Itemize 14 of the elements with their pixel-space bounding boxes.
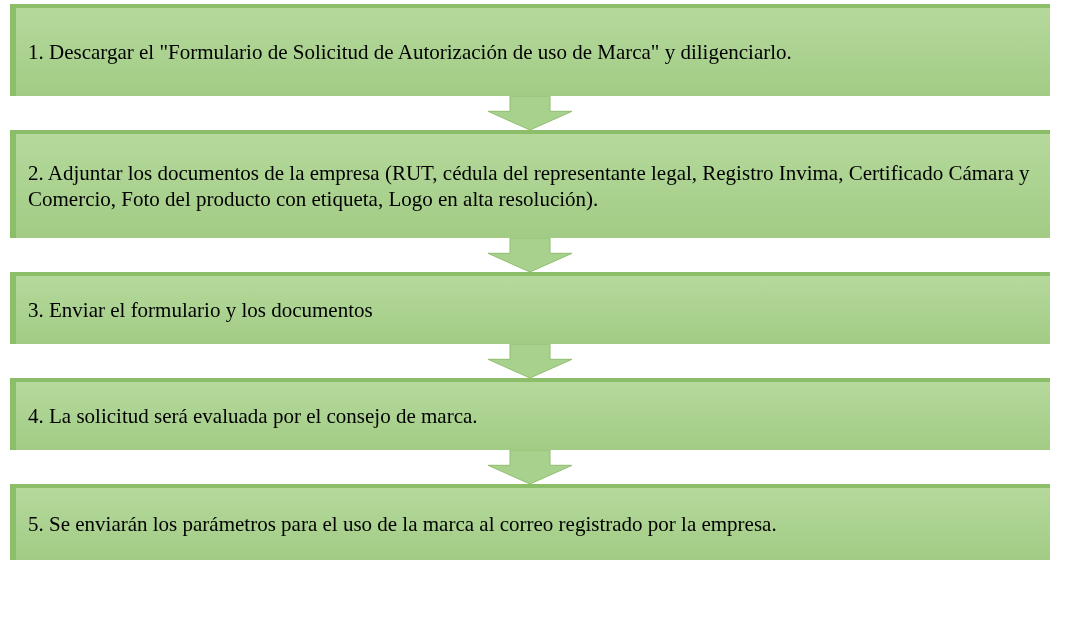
step-box: [10, 378, 1050, 450]
down-arrow: [487, 95, 573, 131]
step-text: 3. Enviar el formulario y los documentos: [28, 297, 374, 323]
step-text: 5. Se enviarán los parámetros para el uso de la marca al correo registrado por la empresa.: [28, 511, 778, 537]
step-box: [10, 484, 1050, 560]
step-text: 2. Adjuntar los documentos de la empresa (RUT, cédula del representante legal, Registro Invima, Certificado Cámara y Comercio, Foto del producto con etiqueta, Logo en alta resolución).: [28, 160, 1031, 212]
step-box: [10, 130, 1050, 238]
step-text: 4. La solicitud será evaluada por el consejo de marca.: [28, 403, 479, 429]
step-box: [10, 4, 1050, 96]
down-arrow: [487, 343, 573, 379]
down-arrow: [487, 449, 573, 485]
down-arrow: [487, 237, 573, 273]
step-box: [10, 272, 1050, 344]
step-text: 1. Descargar el "Formulario de Solicitud de Autorización de uso de Marca" y diligenciarlo.: [28, 39, 793, 65]
